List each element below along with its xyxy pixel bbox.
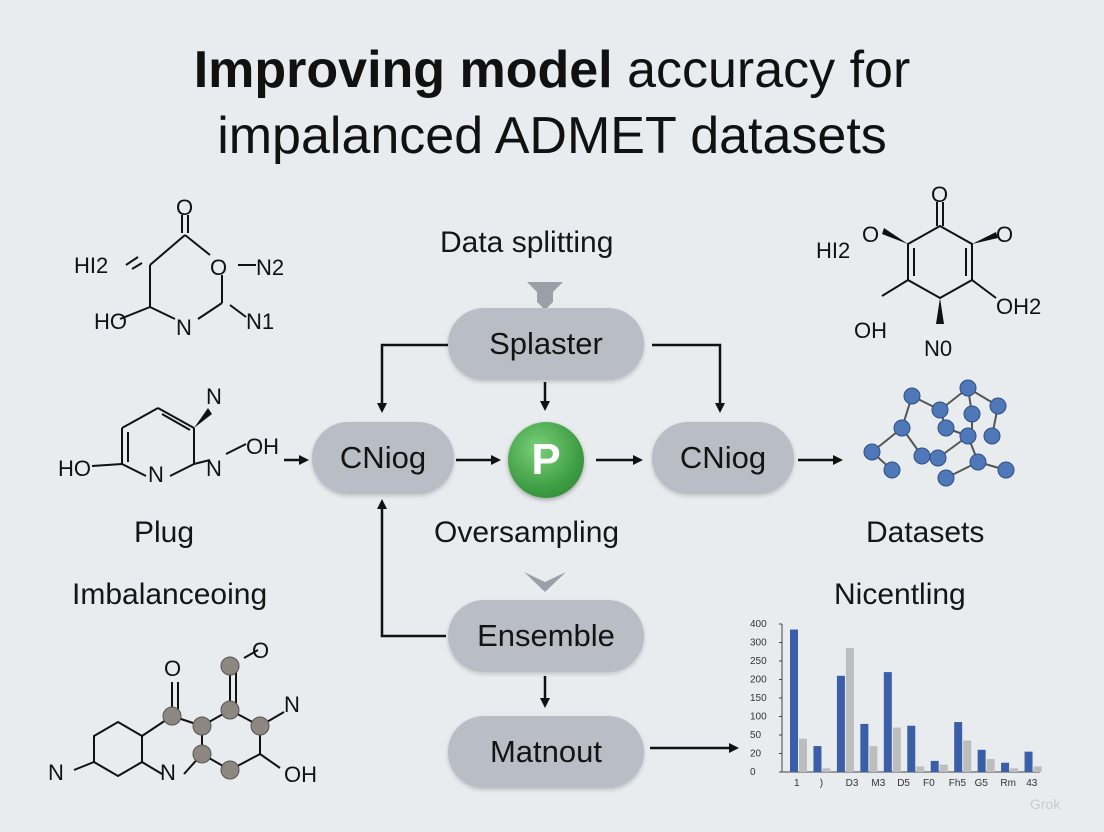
bar-series-2 [986,759,995,772]
node-matnout: Matnout [448,716,644,788]
bar-series-1 [977,749,986,772]
label-imbalanceoing: Imbalanceoing [72,578,268,611]
mol-atom: N2 [256,255,284,280]
bar-series-2 [1010,768,1019,772]
y-tick-label: 20 [750,749,762,760]
x-tick-label: D5 [897,778,910,789]
mol-atom: N [176,315,192,340]
mol-atom: HO [58,456,91,481]
molecule-top-left: HI2 O O N2 HO N N1 [74,195,284,340]
y-tick-label: 300 [750,638,767,649]
mol-atom: OH [284,762,317,787]
x-tick-label: F0 [923,778,935,789]
page-title-line1: Improving model accuracy for [0,38,1104,102]
bar-series-1 [883,672,892,772]
bar-series-1 [954,722,963,772]
molecular-network-icon [863,379,1015,487]
mol-atom: O [210,255,227,280]
mol-atom: N [206,456,222,481]
mol-atom: OH [246,434,279,459]
arrow-splaster-left [377,343,448,413]
x-tick-label: 43 [1026,778,1038,789]
x-tick-label: 1 [794,778,800,789]
bar-series-1 [1024,751,1033,772]
mol-atom: N [48,760,64,785]
label-oversampling: Oversampling [434,516,620,549]
x-tick-label: Rm [1000,778,1016,789]
bar-series-2 [963,740,972,772]
watermark: Grok [1030,796,1061,812]
mol-atom: OH2 [996,294,1041,319]
bar-series-2 [822,768,831,772]
mol-atom: OH [854,318,887,343]
mol-atom: O [996,222,1013,247]
y-tick-label: 400 [750,619,767,630]
p-circle-icon: P [508,422,584,498]
down-arrow-icon [524,572,566,592]
mol-atom: HO [94,309,127,334]
mol-atom: O [252,638,269,663]
mol-atom: O [176,195,193,220]
x-tick-label: ) [820,778,823,789]
mol-atom: N0 [924,336,952,361]
mol-atom: N [206,384,222,409]
down-arrow-icon [527,282,563,310]
label-nicentling: Nicentling [834,578,966,611]
node-cniog-left: CNiog [312,422,454,494]
bar-series-1 [860,723,869,772]
node-ensemble: Ensemble [448,600,644,672]
title-rest: accuracy for [612,41,911,99]
y-tick-label: 100 [750,712,767,723]
bar-series-2 [869,746,878,772]
molecule-bottom-left: O O N N N OH [48,638,317,787]
x-tick-label: M3 [871,778,885,789]
x-tick-label: G5 [975,778,989,789]
molecule-mid-left: N HO N N OH [58,384,279,487]
y-tick-label: 50 [750,730,762,741]
label-datasets: Datasets [866,516,985,549]
mol-atom: N [160,760,176,785]
title-bold: Improving model [193,41,613,99]
y-tick-label: 0 [750,767,756,778]
mol-atom: N [284,692,300,717]
mol-atom: HI2 [816,238,850,263]
page-title-line2: impalanced ADMET datasets [217,107,887,165]
bar-series-1 [930,760,939,772]
mol-atom: O [862,222,879,247]
mol-atom: HI2 [74,253,108,278]
y-tick-label: 150 [750,693,767,704]
bar-series-1 [907,725,916,772]
bar-series-1 [813,746,822,772]
y-tick-label: 250 [750,656,767,667]
bar-series-1 [1001,762,1010,772]
bar-series-2 [845,648,854,772]
bar-series-2 [1033,766,1042,772]
bar-series-1 [790,629,798,772]
mol-atom: O [931,182,948,207]
x-tick-label: D3 [846,778,859,789]
mol-atom: O [164,656,181,681]
y-tick-label: 200 [750,675,767,686]
label-plug: Plug [134,516,195,549]
molecule-top-right: O HI2 O O OH2 OH N0 [816,182,1041,361]
node-splaster: Splaster [448,308,644,380]
bar-series-2 [939,764,948,772]
mol-atom: N1 [246,309,274,334]
arrow-ensemble-back [377,499,446,638]
bar-series-2 [916,766,925,772]
arrow-splaster-right [652,343,725,413]
x-tick-label: Fh5 [949,778,967,789]
bar-series-2 [799,738,807,772]
bar-series-2 [892,727,901,772]
bar-series-1 [836,675,845,772]
mol-atom: N [148,462,164,487]
node-cniog-right: CNiog [652,422,794,494]
label-data-splitting: Data splitting [440,226,614,259]
